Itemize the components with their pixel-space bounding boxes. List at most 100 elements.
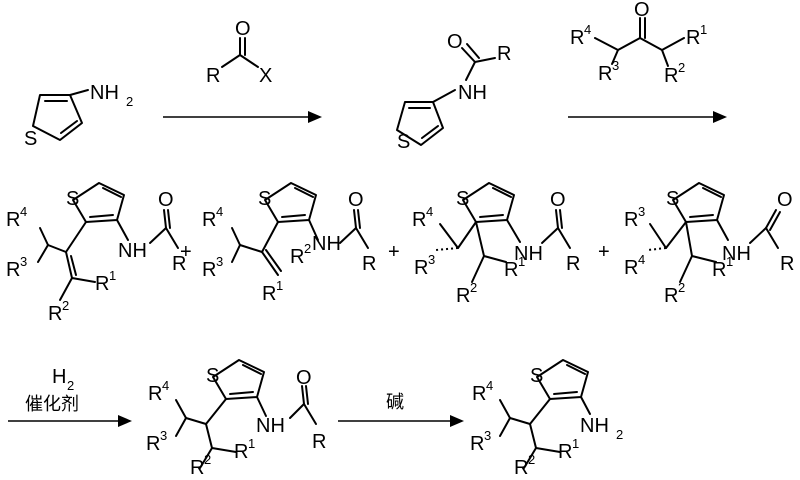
p3-r2-sup: 2 (470, 280, 477, 295)
h2-subscript: 2 (67, 378, 74, 393)
p1-r1: R (95, 273, 109, 295)
p2-r4-sup: 4 (216, 204, 223, 219)
plus-1: + (180, 241, 192, 263)
p3-r1-sup: 1 (518, 254, 525, 269)
f-r3: R (470, 433, 484, 455)
acyl-oxygen: O (235, 18, 251, 40)
p2-oxygen: O (348, 189, 364, 211)
f-r4: R (472, 383, 486, 405)
ketone-r4-sup: 4 (584, 22, 591, 37)
ketone-oxygen: O (634, 0, 650, 21)
reagent-acyl-halide: O R X (206, 18, 272, 87)
p4-r1: R (712, 259, 726, 281)
f-sulfur: S (530, 365, 543, 387)
product-isomer-4: S NH O R R 3 R 4 R 1 R 2 (624, 182, 794, 307)
ketone-r4: R (570, 27, 584, 49)
reagent-ketone: O R 4 R 3 R 1 R 2 (570, 0, 707, 87)
acyl-x: X (259, 65, 272, 87)
amide-oxygen: O (447, 31, 463, 53)
f-r2: R (514, 457, 528, 479)
h-r4: R (148, 383, 162, 405)
p4-r3: R (624, 209, 638, 231)
p4-r1-sup: 1 (726, 254, 733, 269)
p4-r2: R (664, 285, 678, 307)
ketone-r1-sup: 1 (700, 22, 707, 37)
p3-r: R (566, 253, 580, 275)
h-r3-sup: 3 (160, 428, 167, 443)
f-r3-sup: 3 (484, 428, 491, 443)
product-isomer-1: S NH O R R 4 R 3 R 1 R 2 (6, 182, 186, 325)
thiophene-sulfur: S (24, 128, 37, 150)
p1-r3-sup: 3 (20, 254, 27, 269)
reaction-arrow-1 (163, 111, 322, 123)
f-r1: R (558, 441, 572, 463)
h-r: R (312, 431, 326, 453)
p3-r3-sup: 3 (428, 252, 435, 267)
acyl-r: R (206, 65, 220, 87)
p3-r3: R (414, 257, 428, 279)
hydrogenated-amide: S NH O R R 4 R 3 R 1 R 2 (146, 359, 326, 479)
product-isomer-3: S NH O R R 4 R 3 R 1 R 2 (412, 182, 580, 307)
amide-nh: NH (458, 82, 487, 104)
aminothiophene: S NH 2 (24, 82, 133, 150)
f-amine: NH (580, 415, 609, 437)
h-r3: R (146, 433, 160, 455)
ketone-r3-sup: 3 (612, 58, 619, 73)
f-amine-subscript: 2 (616, 427, 623, 442)
p1-r3: R (6, 259, 20, 281)
p3-r4: R (412, 209, 426, 231)
p1-oxygen: O (158, 189, 174, 211)
h-r1-sup: 1 (248, 436, 255, 451)
p3-r4-sup: 4 (426, 204, 433, 219)
p1-r2: R (48, 303, 62, 325)
reaction-arrow-2 (568, 111, 727, 123)
p1-r1-sup: 1 (109, 268, 116, 283)
p1-r4-sup: 4 (20, 204, 27, 219)
base-label: 碱 (386, 392, 404, 413)
p2-r3: R (202, 259, 216, 281)
catalyst-label: 催化剂 (25, 394, 79, 415)
h-nh: NH (256, 415, 285, 437)
p2-r1-sup: 1 (276, 278, 283, 293)
p2-r3-sup: 3 (216, 254, 223, 269)
reaction-arrow-4 (338, 415, 464, 427)
f-r1-sup: 1 (572, 436, 579, 451)
p2-r: R (362, 253, 376, 275)
base-conditions: 碱 (386, 392, 404, 413)
thiophene-amide: O R NH S (396, 31, 511, 153)
amide-r: R (497, 43, 511, 65)
h-r4-sup: 4 (162, 378, 169, 393)
h-r1: R (234, 441, 248, 463)
ketone-r2: R (664, 65, 678, 87)
amine-subscript: 2 (126, 94, 133, 109)
product-isomer-2: S NH O R R 4 R 3 R 2 R 1 (202, 182, 376, 305)
thiophene-sulfur: S (397, 131, 410, 153)
plus-2: + (388, 241, 400, 263)
p4-r4-sup: 4 (638, 252, 645, 267)
f-r2-sup: 2 (528, 452, 535, 467)
h-oxygen: O (296, 367, 312, 389)
p3-nh: NH (514, 243, 543, 265)
p4-r2-sup: 2 (678, 280, 685, 295)
p4-r4: R (624, 257, 638, 279)
h-r2-sup: 2 (204, 452, 211, 467)
p4-oxygen: O (777, 189, 793, 211)
p1-sulfur: S (66, 188, 79, 210)
p1-r4: R (6, 209, 20, 231)
ketone-r3: R (598, 63, 612, 85)
p2-sulfur: S (258, 188, 271, 210)
h-sulfur: S (206, 365, 219, 387)
p2-r2-sup: 2 (304, 241, 311, 256)
p1-r: R (172, 253, 186, 275)
ketone-r2-sup: 2 (678, 60, 685, 75)
hydrogenation-conditions: H 2 催化剂 (25, 366, 79, 415)
reaction-arrow-3 (8, 415, 132, 427)
p4-nh: NH (722, 243, 751, 265)
plus-3: + (598, 241, 610, 263)
p4-r3-sup: 3 (638, 204, 645, 219)
f-r4-sup: 4 (486, 378, 493, 393)
p2-r1: R (262, 283, 276, 305)
p1-nh: NH (118, 240, 147, 262)
h-r2: R (190, 457, 204, 479)
